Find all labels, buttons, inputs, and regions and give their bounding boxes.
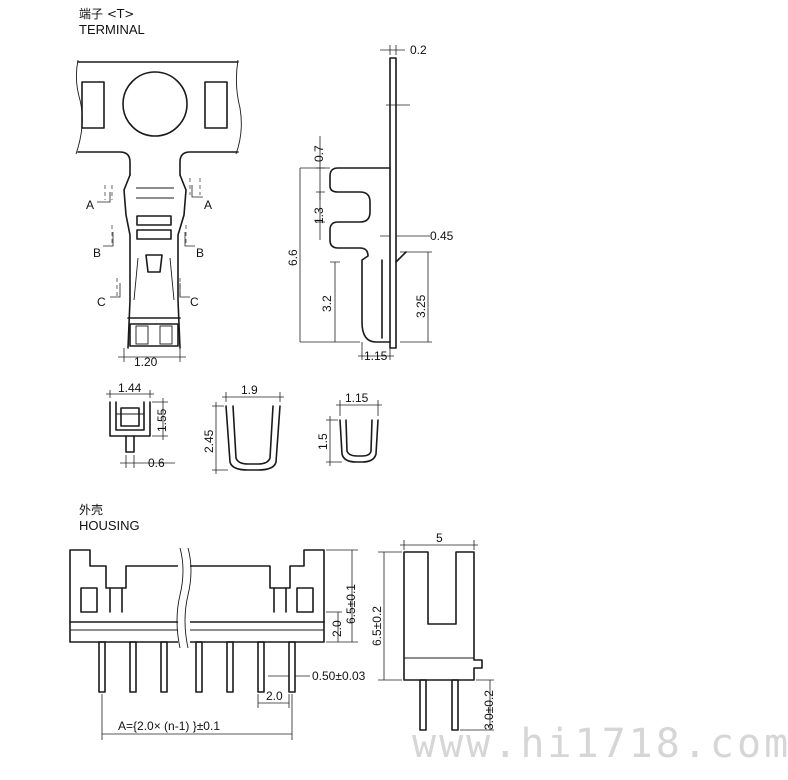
section-c-view: 1.15 1.5 xyxy=(316,391,382,466)
dim-section-a-width: 1.44 xyxy=(118,381,142,395)
terminal-title-en: TERMINAL xyxy=(79,22,145,37)
dim-1-15-side: 1.15 xyxy=(364,349,388,363)
section-marker-a-left: A xyxy=(86,198,94,212)
section-marker-c-right: C xyxy=(190,295,199,309)
housing-front-view: 6.5±0.1 2.0 0.50±0.03 2.0 A={2.0× (n-1) … xyxy=(69,547,366,740)
dim-0-7: 0.7 xyxy=(312,145,326,162)
dim-overall-formula: A={2.0× (n-1) }±0.1 xyxy=(118,719,220,733)
terminal-title-cn: 端子 <T> xyxy=(79,7,134,21)
dim-section-b-height: 2.45 xyxy=(202,429,216,453)
section-b-view: 1.9 2.45 xyxy=(202,383,284,474)
dim-1-3: 1.3 xyxy=(312,207,326,224)
housing-title-en: HOUSING xyxy=(79,518,140,533)
dim-housing-step: 2.0 xyxy=(330,620,344,637)
dim-section-b-width: 1.9 xyxy=(241,383,258,397)
dim-side-width: 5 xyxy=(436,531,443,545)
dim-pitch: 2.0 xyxy=(266,689,283,703)
dim-3-25: 3.25 xyxy=(414,294,428,318)
dim-housing-height-total: 6.5±0.1 xyxy=(344,584,358,624)
dim-side-height: 6.5±0.2 xyxy=(370,606,384,646)
section-marker-a-right: A xyxy=(204,198,212,212)
dim-6-6: 6.6 xyxy=(286,249,300,266)
dim-section-c-height: 1.5 xyxy=(316,433,330,450)
dim-section-a-pin: 0.6 xyxy=(148,456,165,470)
section-marker-c-left: C xyxy=(97,295,106,309)
terminal-front-view: A A B B C C 1.20 xyxy=(75,59,242,369)
terminal-side-view: 0.2 0.7 1.3 6.6 0.45 3.2 3.25 1.15 xyxy=(286,43,454,363)
section-a-view: 1.44 1.55 0.6 xyxy=(106,381,175,470)
dim-terminal-width: 1.20 xyxy=(134,355,158,369)
dim-section-c-width: 1.15 xyxy=(345,391,369,405)
dim-0-45: 0.45 xyxy=(430,229,454,243)
dim-section-a-height: 1.55 xyxy=(155,408,169,432)
section-marker-b-right: B xyxy=(196,246,204,260)
section-marker-b-left: B xyxy=(93,246,101,260)
terminal-title: 端子 <T> TERMINAL xyxy=(79,7,145,37)
housing-side-view: 5 6.5±0.2 3.0±0.2 xyxy=(370,531,496,731)
dim-thickness: 0.2 xyxy=(410,43,427,57)
watermark: www.hi1718.com xyxy=(412,721,788,767)
housing-pins xyxy=(98,641,296,693)
housing-title: 外壳 HOUSING xyxy=(79,503,140,533)
dim-3-2: 3.2 xyxy=(320,295,334,312)
dim-side-pin-length: 3.0±0.2 xyxy=(482,690,496,730)
housing-title-cn: 外壳 xyxy=(79,503,103,517)
dim-pin-size: 0.50±0.03 xyxy=(312,669,366,683)
